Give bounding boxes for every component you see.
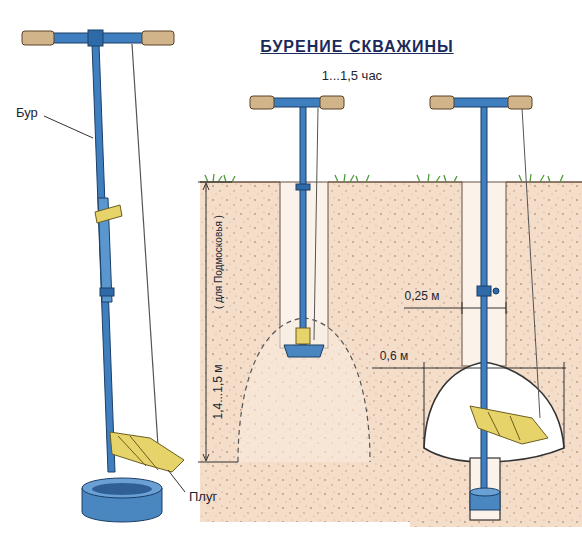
dimension-lines <box>206 184 207 460</box>
auger-tool <box>284 345 324 357</box>
dimension-lines <box>506 302 507 314</box>
dimension-lines <box>424 362 425 448</box>
auger-tool <box>22 31 54 45</box>
title: БУРЕНИЕ СКВАЖИНЫ <box>260 38 453 56</box>
auger-tool <box>430 96 454 109</box>
auger-tool <box>100 288 114 296</box>
dimension-label: 1,4...1,5 м <box>212 363 226 422</box>
auger-tool <box>92 483 152 495</box>
auger-tool <box>470 406 548 444</box>
borehole-chamber <box>424 362 564 462</box>
leader-lines <box>44 116 93 138</box>
auger-tool <box>92 44 115 472</box>
part-label: Плуг <box>187 490 219 505</box>
auger-tool <box>296 184 310 190</box>
auger-tool <box>250 96 344 357</box>
dimension-lines <box>198 462 238 463</box>
auger-tool <box>95 205 122 223</box>
auger-tool <box>88 30 103 46</box>
auger-tool <box>300 106 306 352</box>
auger-tool <box>488 412 520 440</box>
auger-tool <box>493 288 499 294</box>
auger-tool <box>314 108 318 340</box>
borehole <box>238 318 370 462</box>
dimension-lines <box>198 182 232 183</box>
dimension-lines <box>564 362 565 448</box>
grass <box>417 174 457 182</box>
auger-tool <box>142 31 174 45</box>
auger-tool <box>272 98 322 107</box>
auger-tool <box>477 286 491 296</box>
auger-tool <box>522 108 540 418</box>
auger-tool <box>508 96 532 109</box>
dimension-label: 0,25 м <box>403 290 442 304</box>
auger-tool <box>320 96 344 109</box>
auger-tool <box>110 432 184 472</box>
soil-section <box>506 181 582 183</box>
duration-note: 1...1,5 час <box>320 69 384 84</box>
auger-tool <box>296 328 310 344</box>
auger-tool <box>118 436 158 470</box>
auger-tool <box>82 478 162 498</box>
grass <box>335 174 369 182</box>
dimension-lines <box>404 308 506 309</box>
dimension-note: ( для Подмосковья ) <box>213 213 225 311</box>
leader-lines <box>168 470 185 492</box>
auger-tool <box>452 98 510 107</box>
grass <box>205 174 563 182</box>
auger-tool <box>132 44 158 446</box>
auger-tool <box>481 106 487 504</box>
auger-tool <box>22 30 184 522</box>
dimension-lines <box>198 182 566 462</box>
dimension-lines <box>462 302 463 314</box>
auger-tool <box>470 488 500 496</box>
leader-lines <box>44 116 185 492</box>
dimension-lines <box>203 183 209 461</box>
part-label: Бур <box>14 106 40 121</box>
soil-section <box>328 181 462 183</box>
soil-section <box>410 182 582 527</box>
grass <box>205 174 235 182</box>
borehole-chamber <box>424 182 564 520</box>
soil-section <box>200 182 582 527</box>
auger-tool <box>250 96 274 109</box>
dimension-label: 0,6 м <box>378 350 410 364</box>
auger-tool <box>430 96 548 510</box>
